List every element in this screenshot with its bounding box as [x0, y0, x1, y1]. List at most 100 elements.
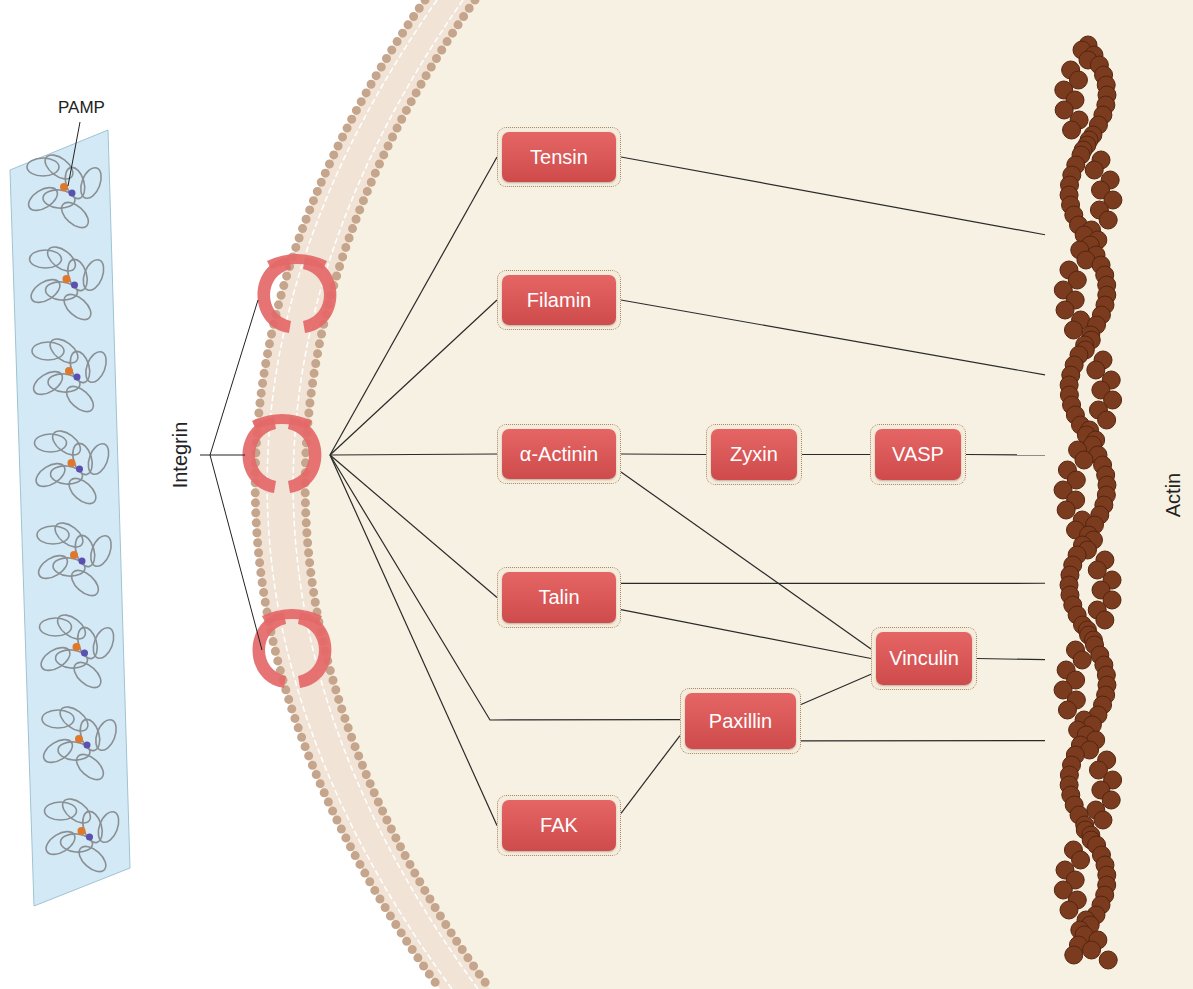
protein-coil: [35, 434, 67, 452]
protein-box: Talin: [497, 567, 621, 628]
protein-fill: Filamin: [502, 275, 616, 325]
protein-coil: [57, 198, 93, 233]
actin-monomer: [1063, 121, 1081, 139]
protein-coil: [60, 290, 96, 325]
protein-box: Tensin: [497, 127, 621, 187]
connector: [621, 583, 1045, 584]
protein-name: Tensin: [530, 146, 588, 169]
actin-monomer: [1057, 501, 1075, 519]
integrin-alpha: [258, 257, 292, 333]
protein-domain: [35, 518, 115, 600]
connector: [330, 157, 497, 455]
protein-name: Filamin: [527, 289, 591, 312]
pamp-site: [68, 459, 76, 467]
actin-monomer: [1099, 951, 1117, 969]
leader-line: [68, 122, 80, 186]
pamp-protein: [25, 150, 123, 876]
protein-coil: [37, 526, 69, 544]
integrin-beta: [288, 417, 322, 493]
connector: [621, 472, 871, 649]
protein-coil: [57, 741, 90, 762]
protein-coil: [55, 649, 88, 670]
actin-monomer: [1085, 161, 1103, 179]
bracket-line: [210, 455, 262, 650]
protein-domain: [42, 794, 122, 876]
protein-coil: [27, 158, 59, 176]
pamp-site: [74, 374, 81, 381]
protein-fill: Tensin: [502, 132, 616, 182]
protein-coil: [74, 625, 100, 661]
pamp-site: [73, 643, 81, 651]
protein-coil: [75, 842, 111, 877]
integrin-receptor: [253, 609, 332, 688]
protein-coil: [77, 717, 103, 753]
protein-coil: [60, 833, 93, 854]
actin-monomer: [1065, 946, 1083, 964]
pamp-site: [63, 275, 71, 283]
pamp-site: [86, 834, 93, 841]
protein-coil: [42, 189, 75, 210]
actin-monomer: [1072, 851, 1090, 869]
protein-name: Paxillin: [709, 710, 772, 733]
protein-name: FAK: [540, 814, 578, 837]
connector: [621, 300, 1045, 375]
protein-coil: [32, 342, 64, 360]
pamp-site: [84, 742, 91, 749]
integrin-head: [252, 414, 312, 429]
protein-box: α-Actinin: [497, 424, 621, 484]
integrin-receptor: [258, 254, 337, 333]
integrin-head: [262, 609, 322, 624]
pamp-site: [69, 190, 76, 197]
integrin-receptor: [243, 414, 322, 493]
actin-filament: [1054, 36, 1122, 969]
protein-name: Vinculin: [889, 647, 959, 670]
bracket-line: [210, 455, 245, 456]
cytoplasm: [255, 0, 1193, 989]
integrin-alpha: [243, 417, 277, 493]
membrane-band: [255, 0, 490, 989]
protein-coil: [62, 382, 98, 417]
protein-coil: [77, 165, 105, 201]
connector: [330, 454, 497, 455]
protein-fill: Talin: [502, 572, 616, 623]
protein-coil: [42, 710, 74, 728]
bracket-line: [200, 300, 258, 455]
integrin-alpha: [253, 612, 287, 688]
protein-name: VASP: [892, 443, 944, 466]
protein-domain: [27, 242, 107, 324]
integrin-beta: [298, 612, 332, 688]
integrin-beta: [303, 257, 337, 333]
protein-coil: [84, 441, 112, 477]
protein-box: Vinculin: [871, 627, 977, 690]
actin-monomer: [1075, 451, 1093, 469]
structure-label: Integrin: [169, 422, 192, 489]
protein-fill: α-Actinin: [502, 429, 616, 479]
connector: [330, 455, 497, 826]
actin-monomer: [1099, 211, 1117, 229]
protein-box: FAK: [497, 795, 621, 856]
protein-box: VASP: [870, 424, 966, 485]
actin-monomer: [1073, 651, 1091, 669]
connector: [977, 659, 1045, 660]
protein-fill: VASP: [875, 429, 961, 480]
actin-monomer: [1056, 301, 1074, 319]
protein-coil: [79, 809, 105, 845]
pamp-site: [70, 551, 78, 559]
protein-coil: [92, 717, 120, 753]
connector: [801, 740, 1045, 741]
protein-coil: [64, 257, 90, 293]
actin-monomer: [1083, 941, 1101, 959]
integrin-symbols: [243, 254, 337, 688]
actin-monomer: [1094, 811, 1112, 829]
pamp-site: [79, 558, 86, 565]
actin-monomer: [1058, 701, 1076, 719]
actin-monomer: [1102, 791, 1120, 809]
connector: [621, 610, 871, 659]
connector: [330, 455, 497, 598]
protein-coil: [67, 349, 93, 385]
protein-coil: [89, 625, 117, 661]
protein-box: Zyxin: [706, 424, 802, 485]
protein-domain: [37, 610, 117, 692]
integrin-head: [267, 254, 327, 269]
pamp-site: [75, 735, 83, 743]
